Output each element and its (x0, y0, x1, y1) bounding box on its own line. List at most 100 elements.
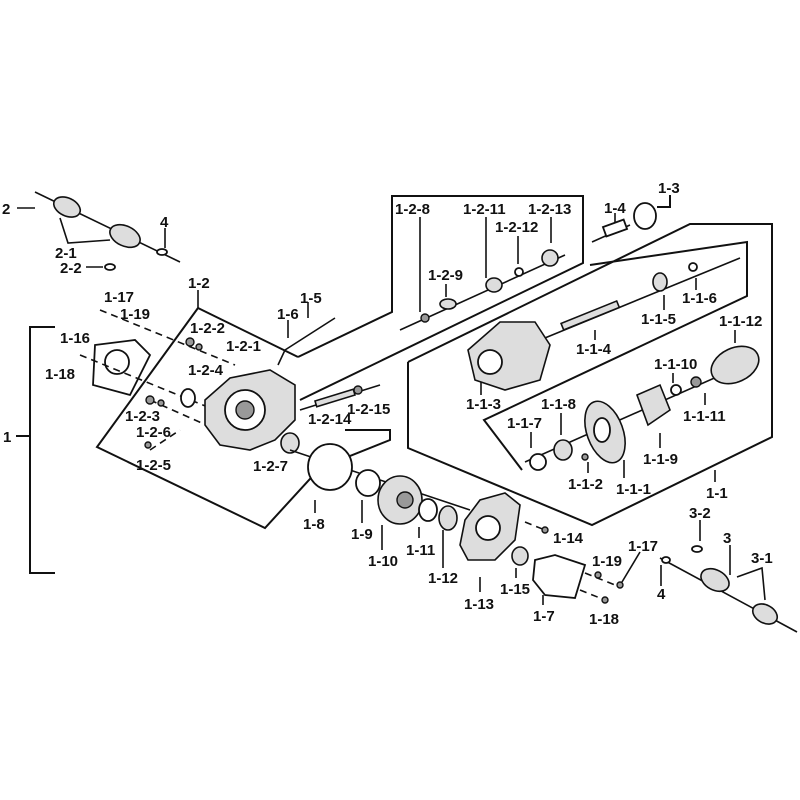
label-1-1-10: 1-1-10 (654, 356, 697, 373)
leader-lines (17, 207, 766, 605)
label-1-18: 1-18 (45, 366, 75, 383)
label-1-2-9: 1-2-9 (428, 267, 463, 284)
bearing-1-2-11 (485, 277, 503, 293)
oring-1-1-6 (688, 262, 698, 272)
label-1-11: 1-11 (406, 542, 435, 559)
label-1-1-11: 1-1-11 (683, 408, 726, 425)
label-1-15: 1-15 (500, 581, 530, 598)
label-1-2-5: 1-2-5 (136, 457, 171, 474)
label-1-17: 1-17 (104, 289, 134, 306)
shaft-1-2-9 (439, 298, 457, 310)
boundary-group-1-2-lower (197, 307, 299, 358)
sleeve-1-4 (601, 218, 629, 238)
label-1: 1 (3, 429, 11, 446)
bracket-group-1-3 (657, 195, 671, 208)
label-1-2-8: 1-2-8 (395, 201, 430, 218)
ring-gear-hub (396, 491, 414, 509)
label-1-17-lower: 1-17 (628, 538, 658, 555)
label-3: 3 (723, 530, 731, 547)
label-2-2: 2-2 (60, 260, 82, 277)
assembly-line (149, 429, 181, 451)
label-1-16: 1-16 (60, 330, 90, 347)
assembly-line (584, 572, 616, 586)
label-1-19-lower: 1-19 (592, 553, 622, 570)
label-1-2-3: 1-2-3 (125, 408, 160, 425)
sensor-1-2-15 (353, 385, 363, 395)
label-1-2-2: 1-2-2 (190, 320, 225, 337)
label-2-1: 2-1 (55, 245, 77, 262)
bearing-1-2-7 (280, 432, 300, 454)
label-1-1-7: 1-1-7 (507, 415, 542, 432)
plug-1-2-3 (145, 395, 155, 405)
label-1-2-11: 1-2-11 (463, 201, 506, 218)
nut-1-1-11 (690, 376, 702, 388)
boundary-subgroup-1-1 (482, 240, 748, 471)
seal-1-2-4 (180, 388, 196, 408)
washer-1-2-2 (195, 343, 203, 351)
label-1-7: 1-7 (533, 608, 555, 625)
cover-1-13-bore (475, 515, 501, 541)
leader (621, 551, 641, 583)
washer-1-2-3 (157, 399, 165, 407)
label-2: 2 (2, 201, 10, 218)
nut-1-2-8 (420, 313, 430, 323)
label-1-2-13: 1-2-13 (528, 201, 571, 218)
bearing-1-1-5 (652, 272, 668, 292)
label-1-13: 1-13 (464, 596, 494, 613)
label-1-1-8: 1-1-8 (541, 396, 576, 413)
part-labels: 2 2-1 2-2 4 1-2 1-17 1-19 1-16 1-18 1-2-… (2, 180, 773, 628)
washer-1-19 (594, 571, 602, 579)
label-4: 4 (160, 214, 169, 231)
label-1-1-6: 1-1-6 (682, 290, 717, 307)
housing-1-1-3-bore (477, 349, 503, 375)
bracket-group-1 (29, 326, 55, 574)
cv-boot-2-outer (52, 196, 82, 218)
bearing-1-1-8 (553, 439, 573, 461)
plug-1-2-2 (185, 337, 195, 347)
label-4-lower: 4 (657, 586, 666, 603)
bolt-1-17 (616, 581, 624, 589)
label-1-1-5: 1-1-5 (641, 311, 676, 328)
shim-1-9 (355, 469, 381, 497)
bolt-1-1-2 (581, 453, 589, 461)
bolt-1-18 (601, 596, 609, 604)
label-1-1-2: 1-1-2 (568, 476, 603, 493)
leader (736, 566, 766, 601)
label-1-2: 1-2 (188, 275, 210, 292)
label-1-1-1: 1-1-1 (616, 481, 651, 498)
label-1-1-4: 1-1-4 (576, 341, 612, 358)
label-1-1-9: 1-1-9 (643, 451, 678, 468)
label-1-2-15: 1-2-15 (347, 401, 390, 418)
label-1-10: 1-10 (368, 553, 398, 570)
ring-1-2-12 (514, 267, 524, 277)
gear-case-hub (235, 400, 255, 420)
boot-1-1-12 (710, 345, 760, 385)
flange-plate-1-7 (532, 554, 587, 599)
label-1-2-6: 1-2-6 (136, 424, 171, 441)
bolt-1-2-5 (144, 441, 152, 449)
label-1-12: 1-12 (428, 570, 458, 587)
label-1-9: 1-9 (351, 526, 373, 543)
circlip-4-top (156, 248, 168, 256)
hub-1-1-9 (635, 383, 671, 427)
label-1-2-14: 1-2-14 (308, 411, 352, 428)
boundary-group-1-1 (407, 223, 773, 527)
breather-hose-1-5 (277, 317, 336, 366)
label-1-2-12: 1-2-12 (495, 219, 538, 236)
oring-1-8 (307, 443, 353, 491)
oring-1-3 (633, 202, 657, 230)
assembly-line (149, 399, 241, 441)
seal-1-15 (511, 546, 529, 566)
label-1-14: 1-14 (553, 530, 584, 547)
boundary-group-1-2 (297, 195, 584, 401)
bearing-1-12 (438, 505, 458, 531)
label-1-2-1: 1-2-1 (226, 338, 261, 355)
bolt-1-14 (541, 526, 549, 534)
shim-1-11 (418, 498, 438, 522)
label-1-6: 1-6 (277, 306, 299, 323)
label-1-3: 1-3 (658, 180, 680, 197)
parts (34, 191, 798, 633)
flange-plate-1-16-hole (104, 349, 130, 375)
